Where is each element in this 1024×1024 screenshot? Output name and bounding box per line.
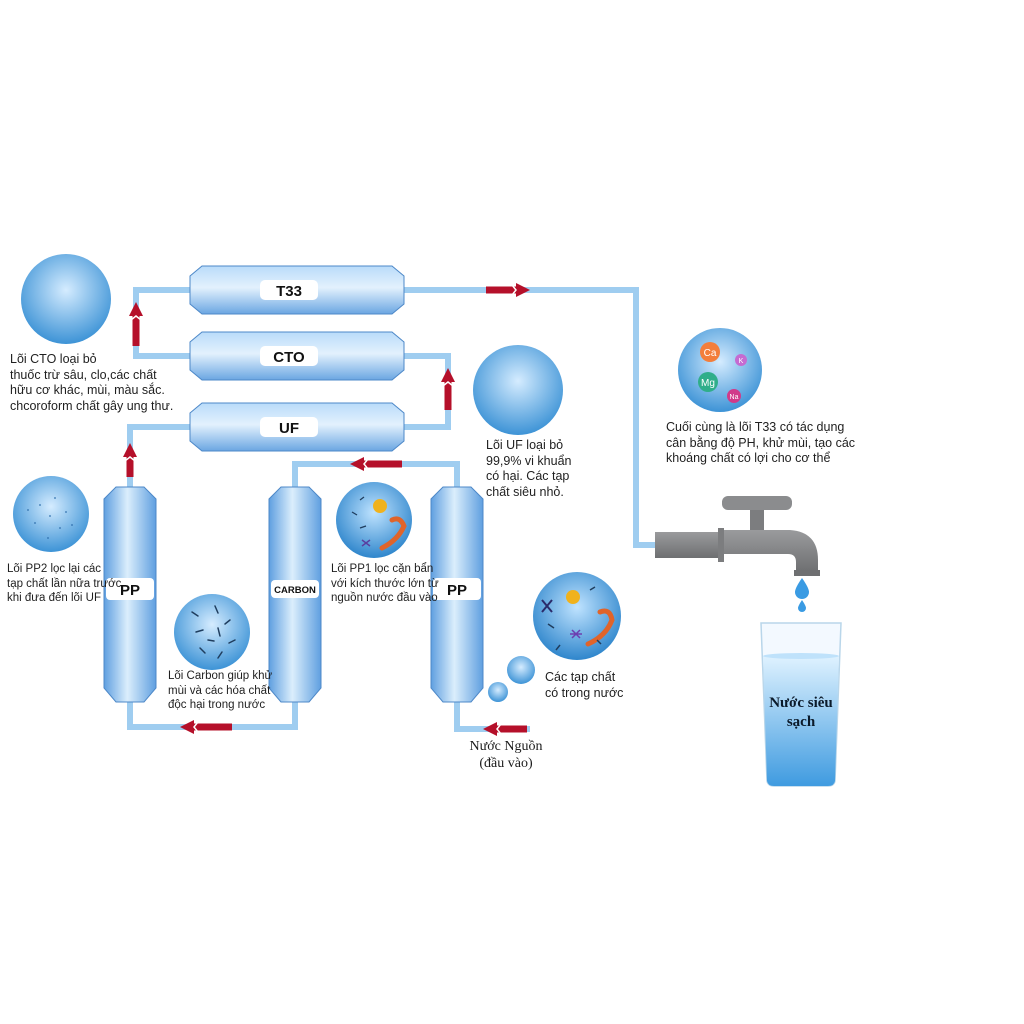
- pp2-circle: [13, 476, 89, 552]
- mineral-mg-label: Mg: [701, 378, 715, 389]
- pp1-description: Lõi PP1 lọc cặn bẩn với kích thước lớn t…: [331, 563, 439, 604]
- carbon-circle: [174, 594, 250, 670]
- filter-cto-label: CTO: [273, 349, 305, 366]
- water-glass: [760, 622, 842, 787]
- filter-uf-label: UF: [279, 420, 299, 437]
- filter-pp1-label: PP: [447, 582, 467, 599]
- uf-circle: [473, 345, 563, 435]
- mineral-na-label: Na: [730, 394, 739, 401]
- bubble-large: [507, 656, 535, 684]
- water-drop-icon: [795, 578, 809, 599]
- filter-uf: UF: [189, 402, 405, 452]
- faucet-icon: [655, 496, 820, 576]
- filter-t33: T33: [189, 265, 405, 315]
- arrow-pp1-carbon: [350, 457, 402, 471]
- uf-description: Lõi UF loại bỏ 99,9% vi khuẩn có hại. Cá…: [486, 438, 572, 499]
- mineral-k-icon: [735, 354, 747, 366]
- impurities-description: Các tạp chất có trong nước: [545, 670, 624, 700]
- pp1-circle: [336, 482, 412, 558]
- filter-carbon-label: CARBON: [274, 585, 316, 596]
- arrow-uf-cto: [441, 368, 455, 410]
- filter-pp2: PP: [103, 486, 157, 703]
- clean-water-label: Nước siêu sạch: [769, 695, 833, 730]
- source-water-label: Nước Nguồn (đầu vào): [469, 739, 543, 771]
- bubble-small: [488, 682, 508, 702]
- arrow-t33-out: [486, 283, 530, 297]
- flow-arrows: [123, 283, 530, 736]
- minerals-circle: Ca K Mg Na: [678, 328, 762, 412]
- water-drop-small-icon: [798, 600, 806, 612]
- t33-description: Cuối cùng là lõi T33 có tác dụng cân bằn…: [666, 420, 856, 465]
- cto-circle: [21, 254, 111, 344]
- carbon-description: Lõi Carbon giúp khử mùi và các hóa chất …: [168, 670, 273, 711]
- mineral-na-icon: [727, 389, 741, 403]
- filter-pp2-label: PP: [120, 582, 140, 599]
- arrow-cto-t33: [129, 302, 143, 346]
- mineral-ca-icon: [700, 342, 720, 362]
- filter-carbon: CARBON: [268, 486, 322, 703]
- impurities-circle: [533, 572, 621, 660]
- mineral-mg-icon: [698, 372, 718, 392]
- filter-cto: CTO: [189, 331, 405, 381]
- mineral-k-label: K: [739, 358, 744, 365]
- filter-t33-label: T33: [276, 283, 302, 300]
- pp2-description: Lõi PP2 lọc lại các tạp chất lần nữa trư…: [7, 563, 122, 604]
- arrow-pp2-uf: [123, 443, 137, 477]
- mineral-ca-label: Ca: [704, 348, 717, 359]
- cto-description: Lõi CTO loại bỏ thuốc trừ sâu, clo,các c…: [10, 352, 174, 413]
- arrow-source: [483, 722, 527, 736]
- arrow-carbon-pp2: [180, 720, 232, 734]
- filter-pp1: PP: [430, 486, 484, 703]
